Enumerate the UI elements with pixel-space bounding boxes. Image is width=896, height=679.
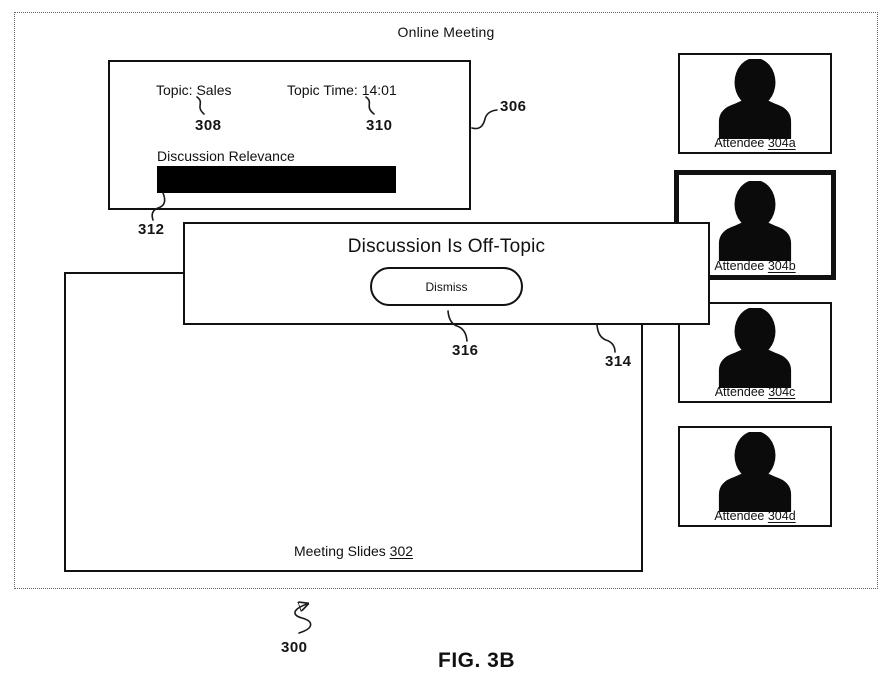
attendee-tile-304a[interactable]: Attendee 304a [678,53,832,154]
discussion-relevance-label: Discussion Relevance [157,148,295,164]
topic-label: Topic: Sales [156,82,232,98]
meeting-slides-text: Meeting Slides [293,543,390,559]
ref-number-314: 314 [605,353,632,370]
attendee-name: Attendee [714,136,768,150]
person-silhouette-icon [718,308,792,388]
attendee-label: Attendee 304b [679,259,831,273]
attendee-label: Attendee 304a [680,136,830,150]
topic-time-label: Topic Time: 14:01 [287,82,397,98]
meeting-window-title: Online Meeting [397,24,495,40]
person-silhouette-icon [718,432,792,512]
off-topic-dialog: Discussion Is Off-Topic Dismiss [183,222,710,325]
person-silhouette-icon [718,181,792,261]
attendee-label: Attendee 304c [680,385,830,399]
attendee-tile-304d[interactable]: Attendee 304d [678,426,832,527]
online-meeting-window [14,12,878,589]
figure-caption: FIG. 3B [438,649,516,672]
attendee-name: Attendee [714,385,769,399]
dismiss-button[interactable]: Dismiss [370,267,523,306]
meeting-slides-ref: 302 [389,543,414,559]
ref-number-306: 306 [500,98,527,115]
dialog-title: Discussion Is Off-Topic [347,236,546,257]
ref-number-312: 312 [138,221,165,238]
ref-number-300: 300 [281,639,308,656]
topic-panel: Topic: Sales Topic Time: 14:01 308 310 D… [108,60,471,210]
ref-number-308: 308 [195,117,222,134]
attendee-name: Attendee [714,509,768,523]
meeting-slides-label: Meeting Slides 302 [66,543,641,559]
ref-number-310: 310 [366,117,393,134]
discussion-relevance-bar [157,166,396,193]
attendee-ref: 304a [767,136,796,150]
figure-pointer-arrow [294,604,312,634]
attendee-ref: 304b [767,259,796,273]
attendee-label: Attendee 304d [680,509,830,523]
ref-number-316: 316 [452,342,479,359]
attendee-ref: 304d [767,509,796,523]
person-silhouette-icon [718,59,792,139]
attendee-name: Attendee [714,259,768,273]
attendee-ref: 304c [768,385,796,399]
